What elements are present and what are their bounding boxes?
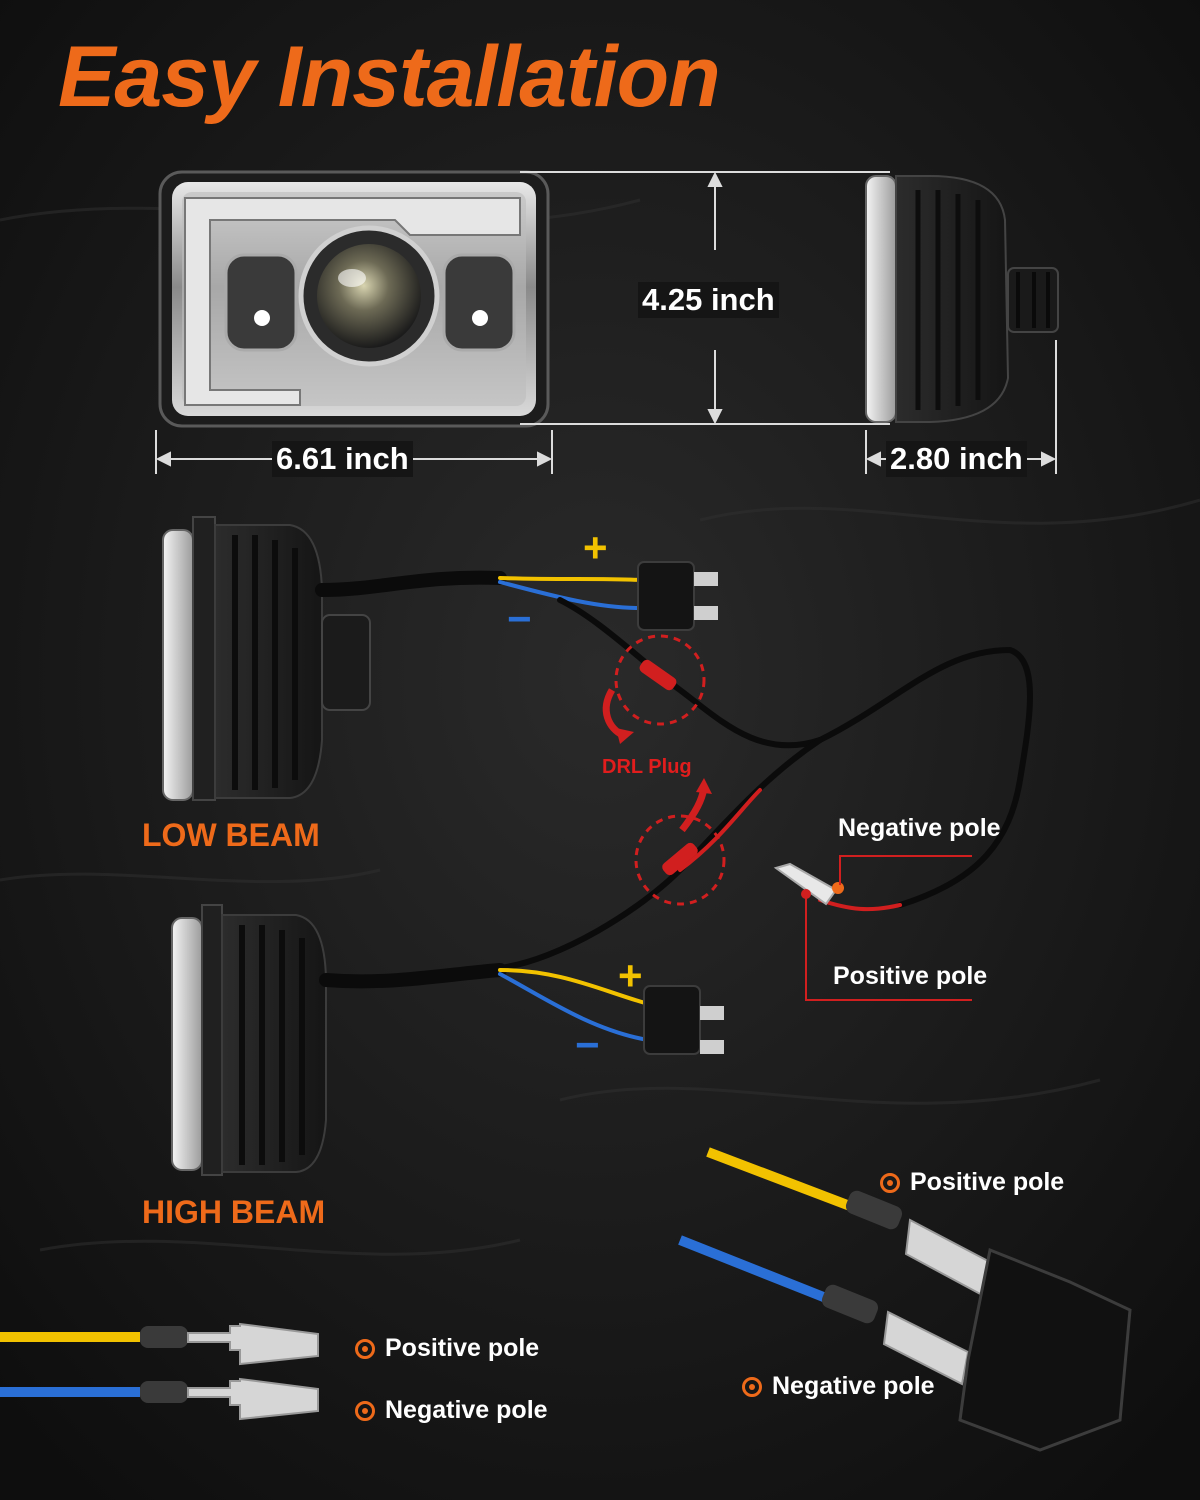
plug-positive-pole-label: Positive pole (910, 1168, 1065, 1196)
side-view-headlight (865, 175, 1059, 423)
high-beam-lamp (171, 904, 327, 1176)
straight-negative-pole-label: Negative pole (385, 1396, 548, 1424)
harness-plug-low (637, 561, 718, 631)
low-beam-plus-sign: + (583, 524, 608, 571)
straight-positive-pole: Positive pole (355, 1334, 539, 1363)
height-dimension: 4.25 inch (638, 282, 779, 318)
drl-plug-label: DRL Plug (602, 756, 692, 778)
low-beam-lamp (162, 516, 371, 801)
plug-positive-pole: Positive pole (880, 1168, 1064, 1197)
straight-negative-pole: Negative pole (355, 1396, 548, 1425)
depth-dimension: 2.80 inch (886, 441, 1027, 477)
high-beam-plus-sign: + (618, 952, 643, 999)
harness-positive-pole-label: Positive pole (833, 962, 988, 990)
plug-connector (678, 1147, 1132, 1452)
plug-negative-pole-label: Negative pole (772, 1372, 935, 1400)
straight-connectors (0, 1322, 319, 1421)
bullet-icon (880, 1173, 900, 1194)
low-beam-label: LOW BEAM (142, 817, 320, 853)
width-dimension: 6.61 inch (272, 441, 413, 477)
bullet-icon (355, 1339, 375, 1360)
low-beam-minus-sign: − (507, 595, 532, 642)
harness-negative-pole-label: Negative pole (838, 814, 1001, 842)
bullet-icon (355, 1401, 375, 1422)
high-beam-label: HIGH BEAM (142, 1194, 326, 1230)
harness-plug-high (643, 985, 724, 1055)
page-title: Easy Installation (58, 29, 721, 125)
wiring-harness (315, 570, 1033, 1042)
bullet-icon (742, 1377, 762, 1398)
high-beam-minus-sign: − (575, 1021, 600, 1068)
straight-positive-pole-label: Positive pole (385, 1334, 540, 1362)
plug-negative-pole: Negative pole (742, 1372, 935, 1401)
drl-highlight-circles (602, 634, 726, 906)
callout-leaders (805, 855, 972, 1001)
front-view-headlight (158, 170, 550, 428)
